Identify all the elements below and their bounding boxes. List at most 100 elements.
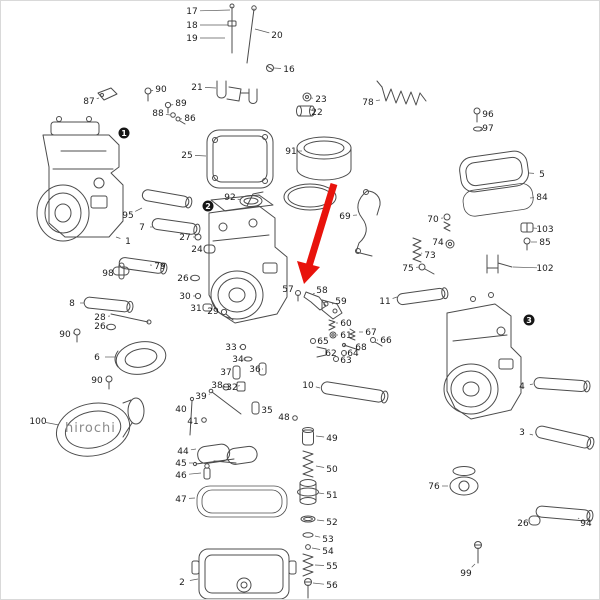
part-label-45: 45 bbox=[175, 459, 186, 469]
assembly-marker-label-3: 3 bbox=[526, 316, 532, 325]
leader-line bbox=[199, 9, 231, 12]
part-label-4: 4 bbox=[519, 382, 525, 392]
part-label-89: 89 bbox=[175, 99, 187, 109]
leader-line bbox=[190, 448, 197, 451]
part-label-39: 39 bbox=[195, 392, 207, 402]
part-label-62: 62 bbox=[325, 349, 336, 359]
part-label-23: 23 bbox=[315, 95, 326, 105]
floats-art bbox=[192, 443, 258, 480]
part-label-8: 8 bbox=[69, 299, 75, 309]
leader-line bbox=[312, 582, 325, 585]
cover-gasket-right-art bbox=[459, 150, 534, 274]
carburetor-body-3-art bbox=[443, 292, 522, 420]
part-label-29: 29 bbox=[207, 307, 219, 317]
part-label-38: 38 bbox=[211, 381, 223, 391]
part-label-49: 49 bbox=[326, 434, 338, 444]
part-label-92: 92 bbox=[224, 193, 235, 203]
part-label-48: 48 bbox=[278, 413, 290, 423]
part-label-18: 18 bbox=[186, 21, 198, 31]
part-label-26: 26 bbox=[517, 519, 529, 529]
assembly-marker-label-1: 1 bbox=[121, 129, 127, 138]
leader-line bbox=[315, 386, 321, 389]
part-label-5: 5 bbox=[539, 170, 545, 180]
assembly-marker-circle bbox=[118, 127, 130, 139]
leader-lines-layer bbox=[45, 9, 580, 585]
part-label-31: 31 bbox=[190, 304, 201, 314]
part-label-70: 70 bbox=[427, 215, 439, 225]
top-cover-art bbox=[206, 129, 274, 189]
leader-line bbox=[312, 292, 315, 295]
leader-line bbox=[45, 422, 60, 426]
carburetor-body-1-art bbox=[36, 116, 124, 242]
intake-bell-art bbox=[55, 341, 167, 457]
leader-line bbox=[471, 563, 476, 568]
leader-line bbox=[165, 113, 171, 116]
part-label-67: 67 bbox=[365, 328, 376, 338]
part-label-35: 35 bbox=[261, 406, 272, 416]
part-label-76: 76 bbox=[428, 482, 440, 492]
red-pointer-arrow bbox=[297, 182, 338, 284]
part-label-17: 17 bbox=[186, 7, 197, 17]
part-label-50: 50 bbox=[326, 465, 338, 475]
part-label-88: 88 bbox=[152, 109, 164, 119]
part-label-37: 37 bbox=[220, 368, 231, 378]
part-label-96: 96 bbox=[482, 110, 494, 120]
part-label-44: 44 bbox=[177, 447, 189, 457]
part-label-64: 64 bbox=[347, 349, 359, 359]
part-label-28: 28 bbox=[94, 313, 106, 323]
leader-line bbox=[311, 547, 321, 550]
leader-line bbox=[237, 198, 242, 201]
part-label-60: 60 bbox=[340, 319, 352, 329]
part-label-52: 52 bbox=[326, 518, 337, 528]
part-label-1: 1 bbox=[125, 237, 131, 247]
part-label-69: 69 bbox=[339, 212, 351, 222]
linkage-art bbox=[295, 290, 383, 362]
plunger-column-art bbox=[297, 427, 319, 599]
leader-line bbox=[188, 472, 202, 475]
part-label-78: 78 bbox=[362, 98, 374, 108]
float-bowl-art bbox=[191, 485, 297, 599]
part-label-25: 25 bbox=[181, 151, 192, 161]
leader-line bbox=[309, 109, 315, 112]
part-label-58: 58 bbox=[316, 286, 328, 296]
part-label-20: 20 bbox=[271, 31, 283, 41]
leader-line bbox=[204, 87, 217, 89]
bracket-art bbox=[355, 189, 455, 275]
part-label-6: 6 bbox=[94, 353, 100, 363]
part-label-7: 7 bbox=[139, 223, 145, 233]
part-label-63: 63 bbox=[340, 356, 351, 366]
part-label-73: 73 bbox=[424, 251, 435, 261]
part-label-41: 41 bbox=[187, 417, 198, 427]
part-label-11: 11 bbox=[379, 297, 390, 307]
part-label-53: 53 bbox=[322, 535, 333, 545]
part-label-74: 74 bbox=[432, 238, 444, 248]
part-label-84: 84 bbox=[536, 193, 548, 203]
watermark-text: hirochi bbox=[65, 421, 116, 436]
part-label-99: 99 bbox=[460, 569, 472, 579]
part-label-54: 54 bbox=[322, 547, 334, 557]
part-label-16: 16 bbox=[283, 65, 295, 75]
part-label-66: 66 bbox=[380, 336, 392, 346]
leader-line bbox=[314, 535, 321, 538]
part-label-40: 40 bbox=[175, 405, 187, 415]
needles-art bbox=[227, 3, 274, 72]
part-label-3: 3 bbox=[519, 428, 525, 438]
small-screws-art bbox=[73, 87, 483, 390]
part-label-26: 26 bbox=[94, 322, 106, 332]
part-label-85: 85 bbox=[539, 238, 550, 248]
part-label-36: 36 bbox=[249, 365, 261, 375]
carburetor-body-2-art bbox=[208, 191, 288, 324]
part-label-57: 57 bbox=[282, 285, 293, 295]
part-label-47: 47 bbox=[175, 495, 186, 505]
part-label-75: 75 bbox=[402, 264, 413, 274]
part-label-95: 95 bbox=[122, 211, 133, 221]
leader-line bbox=[375, 99, 381, 102]
part-label-30: 30 bbox=[179, 292, 191, 302]
leader-line bbox=[392, 296, 398, 299]
part-label-2: 2 bbox=[179, 578, 185, 588]
hoses-art bbox=[83, 189, 595, 526]
part-label-21: 21 bbox=[191, 83, 202, 93]
leader-line bbox=[529, 383, 534, 385]
